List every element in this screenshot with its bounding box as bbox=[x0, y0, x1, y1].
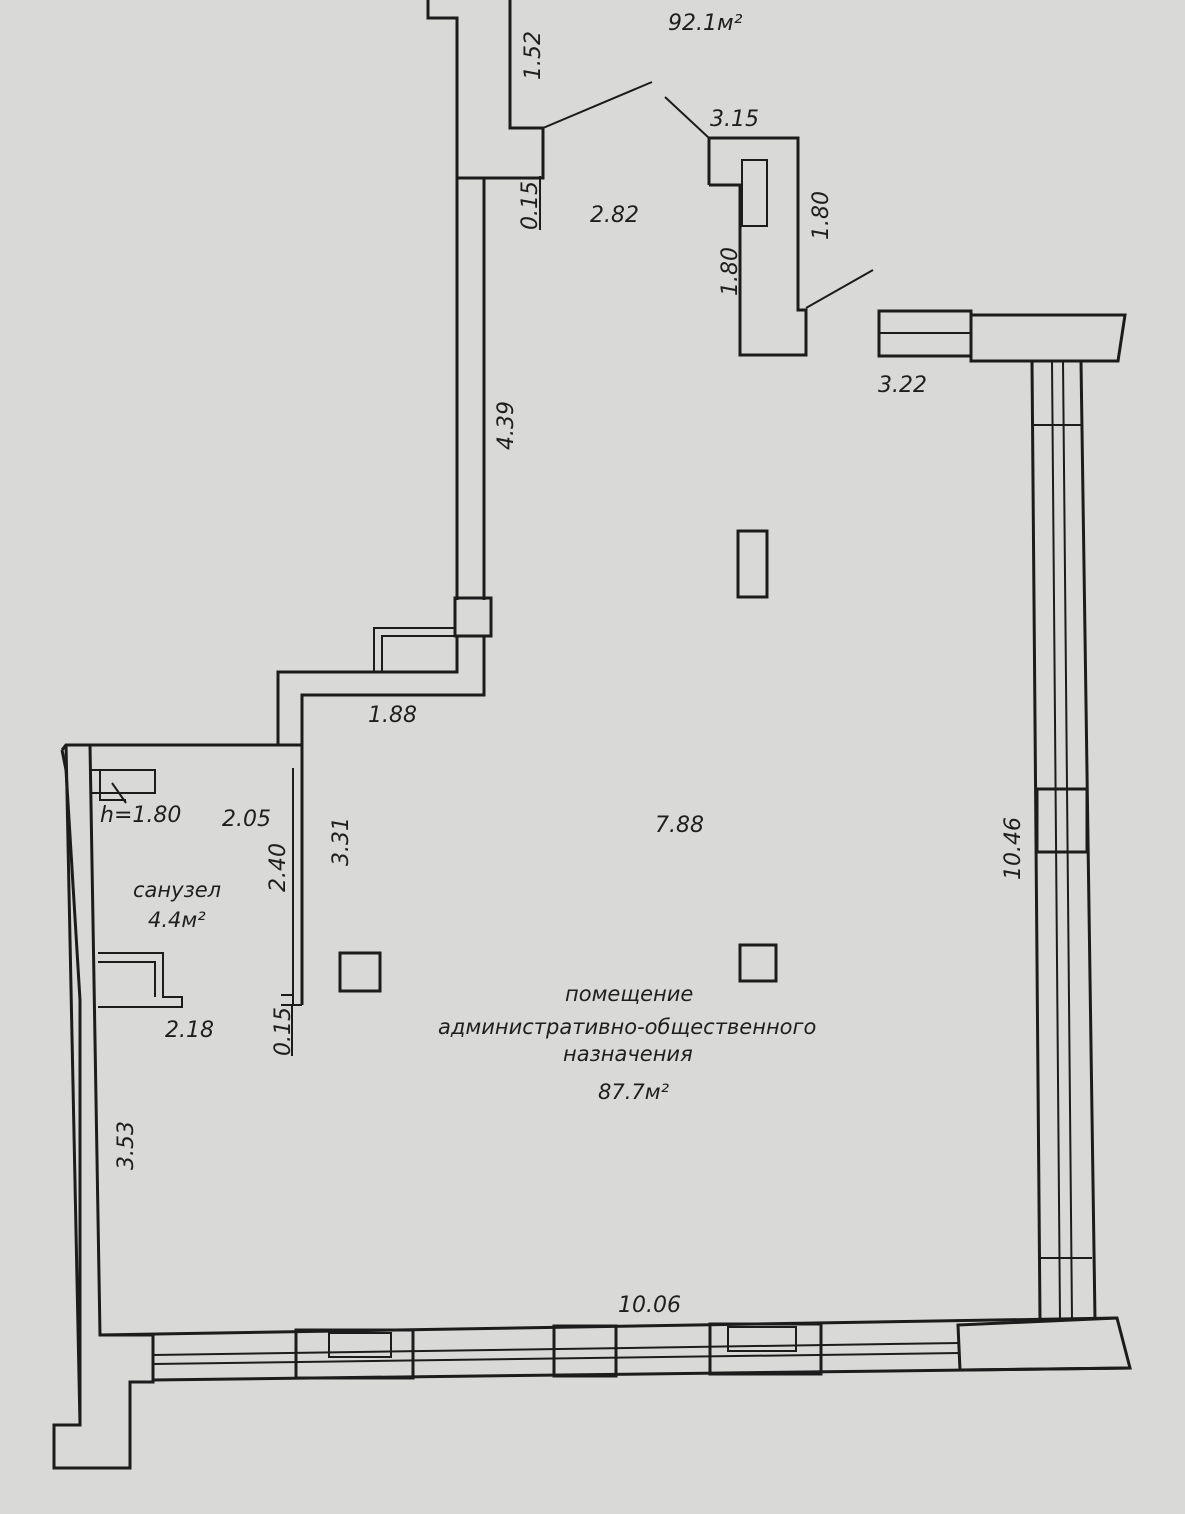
dim-3-31: 3.31 bbox=[329, 817, 354, 866]
dim-10-46: 10.46 bbox=[1001, 817, 1026, 880]
dim-3-53: 3.53 bbox=[114, 1121, 139, 1170]
dim-1-88: 1.88 bbox=[368, 703, 417, 728]
top-right-wall bbox=[877, 309, 1127, 363]
ventilation-shaft bbox=[664, 96, 874, 357]
main-room-line1: помещение bbox=[565, 982, 693, 1006]
total-area-label: 92.1м² bbox=[668, 11, 743, 36]
main-room-line3: назначения bbox=[563, 1042, 693, 1066]
top-corridor-wall bbox=[426, 0, 653, 180]
dim-2-05: 2.05 bbox=[222, 807, 271, 832]
dim-1-52: 1.52 bbox=[521, 31, 546, 80]
dim-0-15-top: 0.15 bbox=[518, 181, 543, 230]
dim-10-06: 10.06 bbox=[618, 1293, 681, 1318]
columns bbox=[338, 529, 778, 993]
dim-2-82: 2.82 bbox=[590, 203, 639, 228]
column-right bbox=[738, 943, 778, 983]
bathroom-name: санузел bbox=[133, 878, 221, 902]
dim-1-80-b: 1.80 bbox=[718, 247, 743, 296]
dim-2-40: 2.40 bbox=[266, 843, 291, 892]
dim-4-39: 4.39 bbox=[494, 401, 519, 450]
bathroom-partition bbox=[90, 745, 304, 1008]
main-room-area: 87.7м² bbox=[598, 1080, 670, 1104]
right-window-wall bbox=[1030, 360, 1097, 1321]
column-left bbox=[338, 951, 382, 993]
left-outer-wall bbox=[52, 743, 155, 1470]
dim-7-88: 7.88 bbox=[655, 813, 704, 838]
dim-3-22: 3.22 bbox=[878, 373, 927, 398]
bottom-window-wall bbox=[99, 1316, 1132, 1382]
dim-3-15: 3.15 bbox=[710, 107, 759, 132]
bathroom-area: 4.4м² bbox=[148, 908, 206, 932]
bathroom-height: h=1.80 bbox=[100, 803, 181, 828]
left-inner-wall bbox=[90, 178, 493, 747]
main-room-line2: административно-общественного bbox=[438, 1015, 816, 1039]
dim-2-18: 2.18 bbox=[165, 1018, 214, 1043]
dim-1-80-a: 1.80 bbox=[809, 191, 834, 240]
column-upper bbox=[736, 529, 769, 599]
